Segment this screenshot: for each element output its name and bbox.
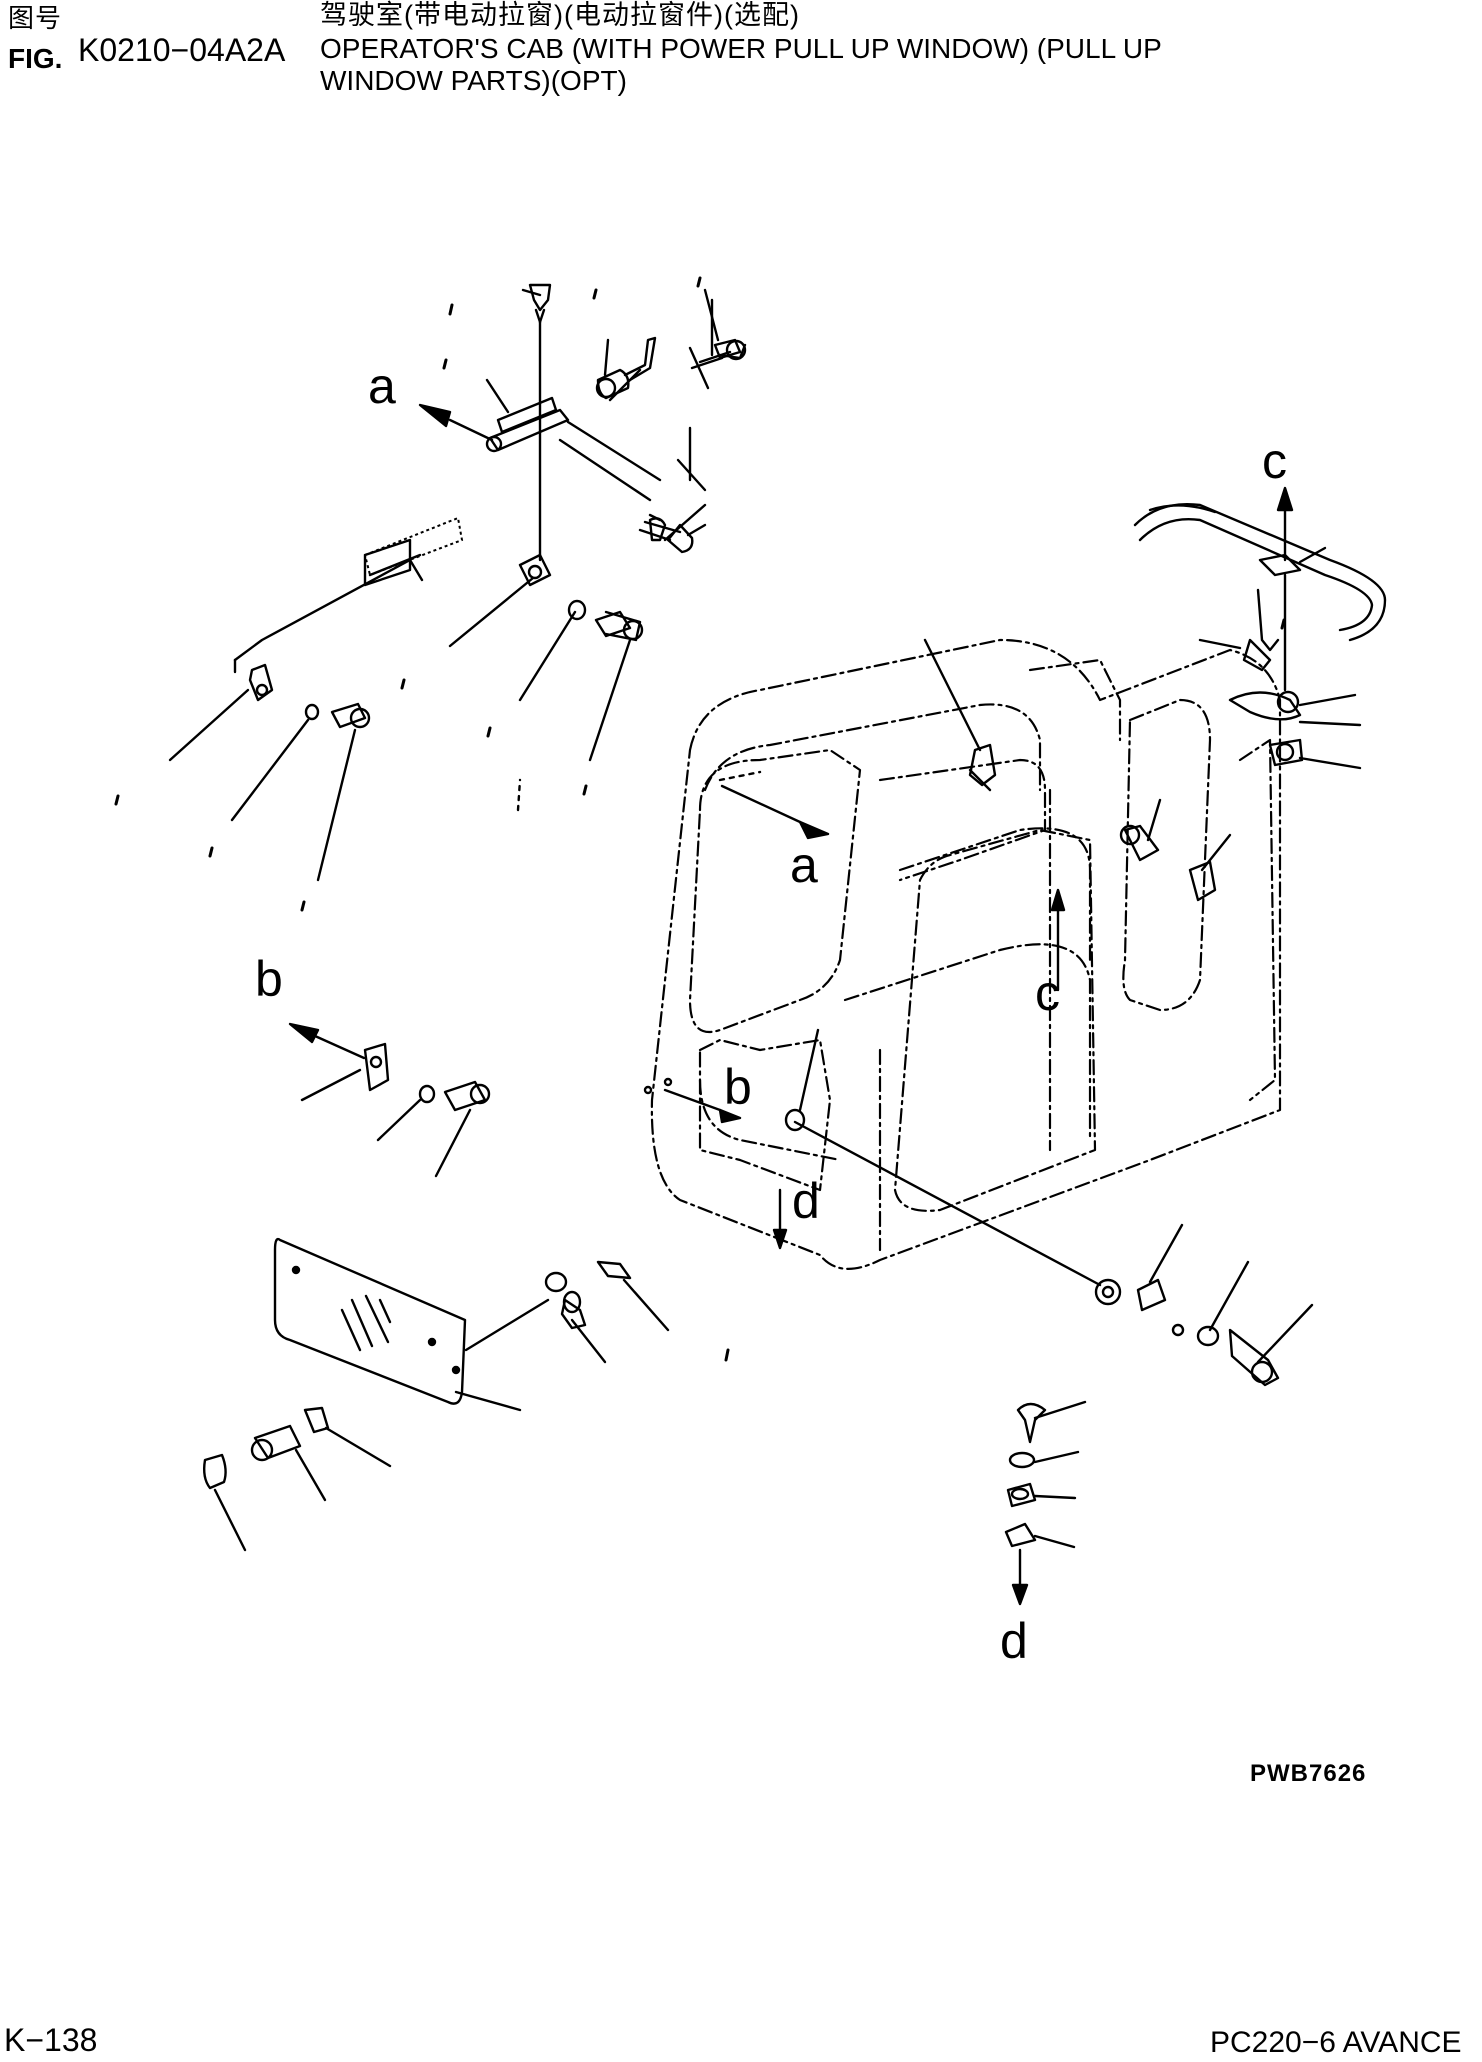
cab-mounted-parts <box>516 638 1314 1387</box>
title-english-line-1: OPERATOR'S CAB (WITH POWER PULL UP WINDO… <box>320 33 1162 64</box>
glass-panel <box>202 1237 670 1552</box>
ref-letter-b-1: b <box>255 951 283 1007</box>
ref-letter-c-2: c <box>1035 965 1060 1021</box>
c-handle-assembly <box>1133 486 1387 770</box>
label-strip <box>363 516 464 577</box>
tick-marks <box>114 276 1286 1362</box>
ref-letter-b-2: b <box>724 1059 752 1115</box>
cab-outline <box>650 638 1282 1270</box>
model-name: PC220−6 AVANCE <box>1210 2026 1462 2059</box>
internal-arrows <box>643 784 1066 1250</box>
figure-label-chinese: 图号 <box>8 3 63 33</box>
b-bracket-assembly <box>288 1022 491 1178</box>
ref-letter-a-1: a <box>368 358 396 414</box>
upper-bracket-assembly <box>168 283 747 882</box>
ref-letter-d-1: d <box>792 1173 820 1229</box>
picture-code: PWB7626 <box>1250 1760 1367 1787</box>
ref-letter-d-2: d <box>1000 1613 1028 1669</box>
ref-letter-a-2: a <box>790 837 818 893</box>
figure-number: K0210−04A2A <box>78 32 286 68</box>
reference-letters: a a b b c c d d <box>255 358 1287 1669</box>
d-fastener-stack <box>1004 1400 1087 1606</box>
ref-letter-c-1: c <box>1262 433 1287 489</box>
figure-label-english: FIG. <box>8 43 63 74</box>
title-english-line-2: WINDOW PARTS)(OPT) <box>320 65 627 96</box>
title-chinese: 驾驶室(带电动拉窗)(电动拉窗件)(选配) <box>320 0 800 30</box>
page-number: K−138 <box>4 2022 98 2058</box>
